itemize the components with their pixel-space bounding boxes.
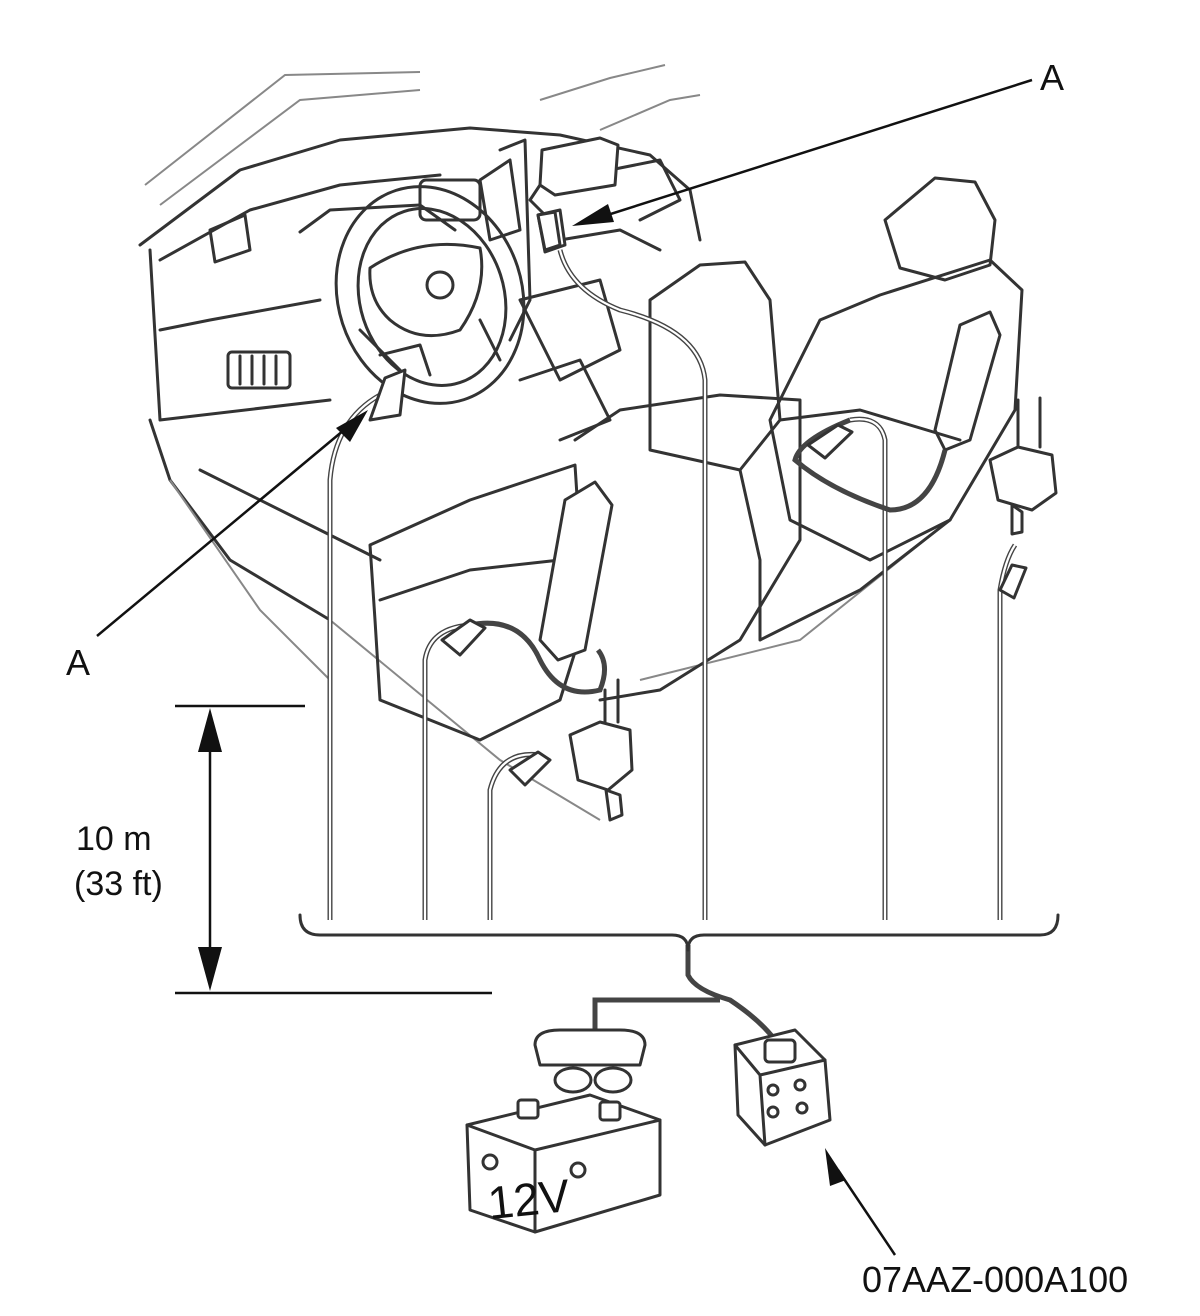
vehicle-interior (138, 64, 951, 821)
front-driver-seat (368, 393, 802, 742)
distance-imperial-label: (33 ft) (74, 865, 163, 903)
alligator-clips (368, 210, 1028, 787)
clip-driver (368, 368, 407, 422)
tool-part-number-label: 07AAZ-000A100 (862, 1259, 1128, 1300)
steering-wheel (334, 185, 526, 405)
distance-metric-label: 10 m (76, 820, 152, 858)
battery-voltage-label: 12V (485, 1169, 572, 1229)
seat-belt-tensioner-left (568, 678, 634, 822)
distance-dimension (175, 704, 492, 995)
battery-clamp (533, 1028, 647, 1067)
side-vent (226, 350, 292, 390)
callout-a-left: A (66, 642, 90, 683)
callout-a-top: A (1040, 57, 1064, 98)
seat-belt-tensioner-right (988, 396, 1058, 536)
callout-leaders (96, 78, 1033, 1256)
side-airbag-right (933, 310, 1002, 452)
tool-switch (763, 1038, 797, 1064)
headrest (883, 176, 997, 282)
side-airbag-left (538, 480, 614, 662)
battery-12v (465, 1028, 662, 1234)
deployment-wires (327, 249, 1018, 1042)
wire-bundle-brace (298, 913, 1060, 952)
driver-airbag-module (368, 242, 484, 338)
deployment-tool (733, 1028, 832, 1147)
